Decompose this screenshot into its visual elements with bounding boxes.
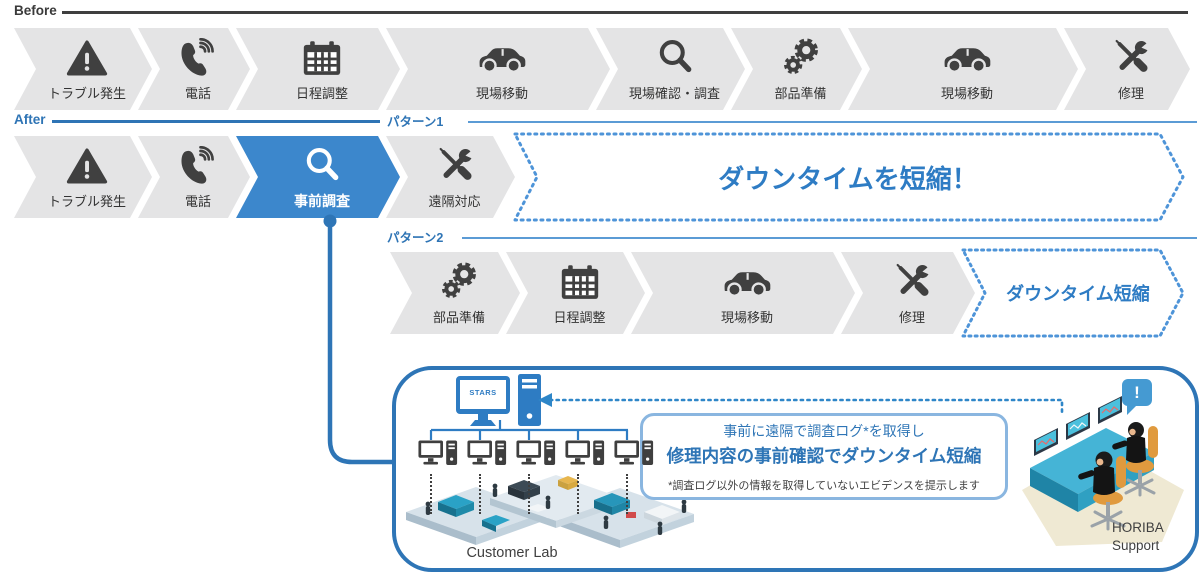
support-alert-bubble: ! <box>1122 379 1152 415</box>
horiba-support-label-line1: HORIBA <box>1112 520 1164 535</box>
alert-exclamation: ! <box>1134 382 1140 402</box>
pattern1-rule <box>468 121 1197 123</box>
step-phone: 電話 <box>138 28 250 110</box>
info-line-2: 修理内容の事前確認でダウンタイム短縮 <box>666 445 982 466</box>
step-search: 現場確認・調査 <box>596 28 745 110</box>
step-gears: 部品準備 <box>390 252 520 334</box>
step-label: 現場移動 <box>720 310 773 325</box>
search-icon <box>302 144 342 188</box>
calendar-icon <box>302 36 342 80</box>
step-label: 修理 <box>1117 86 1144 101</box>
after-section-label: After <box>14 112 46 127</box>
pattern2-rule <box>462 237 1197 239</box>
before-rule <box>62 11 1188 14</box>
step-label: 日程調整 <box>295 86 348 101</box>
remote-log-info-box: 事前に遠隔で調査ログ*を取得し 修理内容の事前確認でダウンタイム短縮 *調査ログ… <box>640 413 1008 500</box>
step-search: 事前調査 <box>236 136 400 218</box>
step-label: 遠隔対応 <box>428 194 481 209</box>
step-label: 電話 <box>184 194 211 209</box>
car-icon <box>476 36 528 80</box>
customer-lab-label: Customer Lab <box>466 545 558 561</box>
step-label: 日程調整 <box>553 310 606 325</box>
step-label: 部品準備 <box>774 86 827 101</box>
step-label: トラブル発生 <box>47 86 126 101</box>
step-label: 事前調査 <box>294 192 350 209</box>
gears-icon <box>439 260 479 304</box>
step-calendar: 日程調整 <box>236 28 400 110</box>
lab-link-dotted-line <box>479 474 481 514</box>
step-label: 電話 <box>184 86 211 101</box>
info-line-1: 事前に遠隔で調査ログ*を取得し <box>723 422 925 439</box>
workstation-icon <box>467 440 507 470</box>
search-icon <box>655 36 695 80</box>
pattern1-label: パターン1 <box>387 115 444 129</box>
calendar-icon <box>560 260 600 304</box>
step-label: 現場確認・調査 <box>628 86 720 101</box>
warning-icon <box>66 144 108 188</box>
tools-icon <box>435 144 475 188</box>
step-label: トラブル発生 <box>47 194 126 209</box>
step-car: 現場移動 <box>631 252 855 334</box>
customer-lab-illustration <box>406 475 694 548</box>
before-section-label: Before <box>14 3 57 18</box>
lab-link-dotted-line <box>577 474 579 514</box>
horiba-support-label: HORIBA Support <box>1112 519 1164 555</box>
step-tools: 修理 <box>841 252 975 334</box>
phone-icon <box>178 144 218 188</box>
pattern1-result-shape <box>513 132 1185 222</box>
tools-icon <box>1111 36 1151 80</box>
info-footnote: *調査ログ以外の情報を取得していないエビデンスを提示します <box>668 479 980 492</box>
stars-server-icon <box>456 374 541 426</box>
workstation-icon <box>418 440 458 470</box>
stars-logo-text: STARS <box>469 388 497 397</box>
step-calendar: 日程調整 <box>506 252 645 334</box>
support-worker-front <box>1078 451 1126 531</box>
support-worker-rear <box>1112 422 1158 497</box>
car-icon <box>721 260 773 304</box>
gears-icon <box>781 36 821 80</box>
pattern2-result-shape <box>961 248 1185 338</box>
car-icon <box>941 36 993 80</box>
step-label: 現場移動 <box>940 86 993 101</box>
step-car: 現場移動 <box>848 28 1078 110</box>
lab-network-bracket <box>429 420 629 440</box>
support-monitors <box>1034 396 1122 456</box>
step-label: 現場移動 <box>475 86 528 101</box>
step-car: 現場移動 <box>386 28 610 110</box>
lab-link-dotted-line <box>626 474 628 514</box>
step-label: 部品準備 <box>432 310 485 325</box>
step-warning: トラブル発生 <box>14 136 152 218</box>
pattern2-result-text: ダウンタイム短縮 <box>1006 284 1150 304</box>
lab-link-dotted-line <box>528 474 530 514</box>
pattern2-label: パターン2 <box>387 231 444 245</box>
warning-icon <box>66 36 108 80</box>
step-tools: 遠隔対応 <box>386 136 515 218</box>
horiba-support-label-line2: Support <box>1112 538 1160 553</box>
step-warning: トラブル発生 <box>14 28 152 110</box>
phone-icon <box>178 36 218 80</box>
workstation-icon <box>614 440 654 470</box>
horiba-support-illustration <box>1022 396 1184 546</box>
lab-link-dotted-line <box>430 474 432 514</box>
after-rule <box>52 120 380 123</box>
workstation-icon <box>565 440 605 470</box>
tools-icon <box>892 260 932 304</box>
pattern1-result-text: ダウンタイムを短縮！ <box>718 163 978 194</box>
step-label: 修理 <box>898 310 925 325</box>
workstation-icon <box>516 440 556 470</box>
